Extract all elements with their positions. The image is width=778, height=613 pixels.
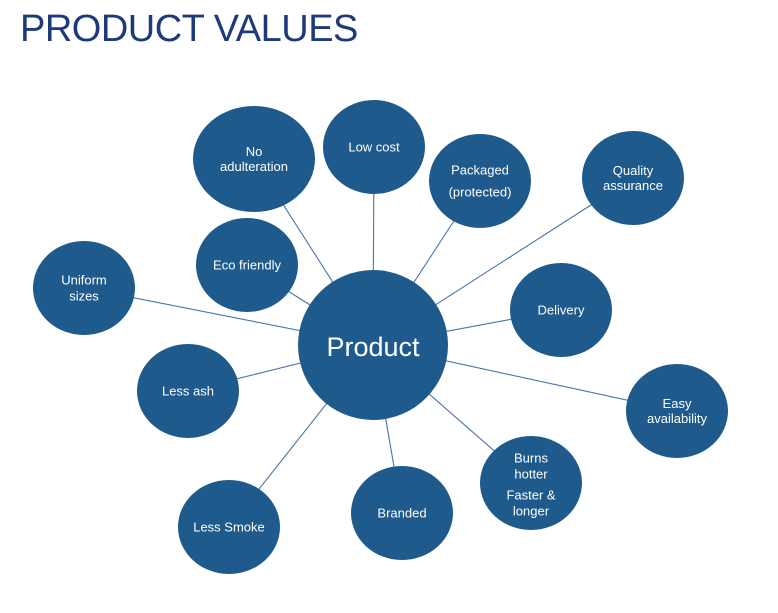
node-eco-friendly-label: Eco friendly [213,258,281,273]
node-burns-hotter-circle [480,436,582,530]
node-burns-hotter-label: Faster & [506,488,555,503]
node-delivery-label: Delivery [538,303,585,318]
node-branded-circle [351,466,453,560]
node-no-adulteration-label: No [246,144,263,159]
node-uniform-sizes-label: sizes [69,289,99,304]
node-no-adulteration-circle [193,106,315,212]
node-burns-hotter-label: hotter [514,467,548,482]
node-packaged-label: Packaged [451,163,509,178]
node-less-smoke-circle [178,480,280,574]
center-node: Product [298,270,448,420]
node-eco-friendly-circle [196,218,298,312]
node-easy-availability-label: availability [647,411,707,426]
center-node-label: Product [326,332,420,362]
node-branded-label: Branded [377,506,426,521]
node-burns-hotter-label: longer [513,504,550,519]
node-uniform-sizes-circle [33,241,135,335]
node-packaged-circle [429,134,531,228]
node-easy-availability-label: Easy [663,396,692,411]
node-low-cost: Low cost [323,100,425,194]
node-low-cost-circle [323,100,425,194]
node-eco-friendly: Eco friendly [196,218,298,312]
node-no-adulteration-label: adulteration [220,159,288,174]
node-easy-availability-circle [626,364,728,458]
node-less-smoke: Less Smoke [178,480,280,574]
node-branded: Branded [351,466,453,560]
node-less-ash-circle [137,344,239,438]
page-title: PRODUCT VALUES [20,8,358,50]
node-low-cost-label: Low cost [348,140,400,155]
node-packaged-label: (protected) [449,185,512,200]
node-less-ash-label: Less ash [162,384,214,399]
node-packaged: Packaged (protected) [429,134,531,228]
node-quality-assurance-label: Quality [613,163,654,178]
center-node-circle [298,270,448,420]
node-quality-assurance-circle [582,131,684,225]
node-less-ash: Less ash [137,344,239,438]
node-uniform-sizes-label: Uniform [61,273,107,288]
node-less-smoke-label: Less Smoke [193,520,265,535]
node-delivery: Delivery [510,263,612,357]
node-quality-assurance-label: assurance [603,178,663,193]
node-delivery-circle [510,263,612,357]
node-burns-hotter-label: Burns [514,451,548,466]
